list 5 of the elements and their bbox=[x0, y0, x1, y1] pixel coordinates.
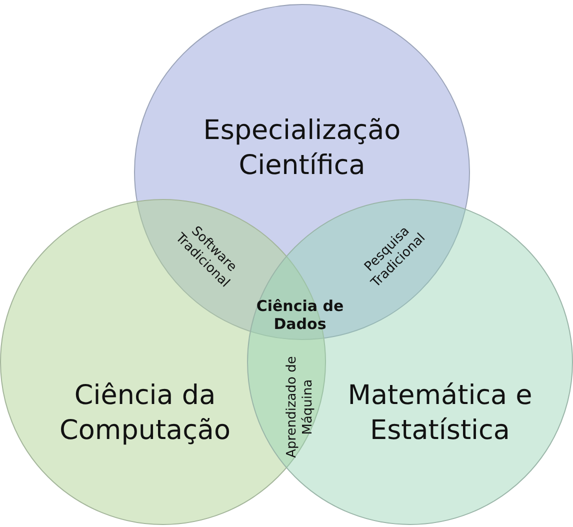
circle-title: Especialização Científica bbox=[202, 114, 402, 184]
overlap-label: Aprendizado de Máquina bbox=[284, 355, 316, 460]
circle-title: Matemática e Estatística bbox=[346, 379, 534, 448]
overlap-label: Ciência de Dados bbox=[255, 297, 345, 333]
circle-title: Ciência da Computação bbox=[58, 379, 232, 448]
